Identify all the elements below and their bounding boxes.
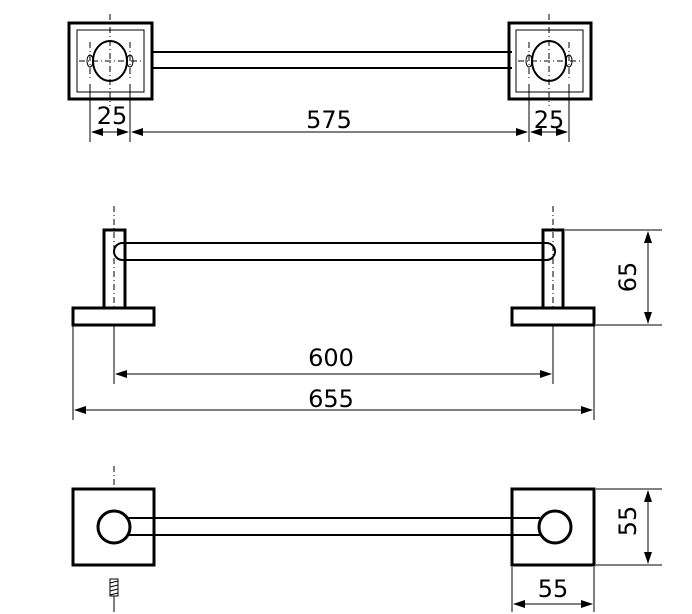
dim-top-right-offset: 25: [534, 106, 565, 134]
bottom-view-left-cap: [96, 509, 132, 545]
side-view: 65 600 655: [71, 206, 662, 420]
bottom-view-right-plate: [510, 487, 596, 567]
dim-top-left-offset: 25: [97, 102, 128, 130]
top-view-extension-lines: [89, 84, 570, 142]
bottom-view: 55 55: [71, 466, 662, 612]
screw-icon: [109, 578, 119, 612]
dim-side-inner-span: 600: [308, 344, 354, 372]
side-view-right-base: [510, 306, 596, 327]
bottom-view-right-cap: [537, 509, 573, 545]
bottom-view-bar: [128, 517, 540, 536]
bottom-view-dimension-lines: [513, 490, 652, 608]
side-view-bar: [113, 242, 556, 261]
top-view-bar: [152, 51, 512, 69]
top-view-left-bracket: [67, 14, 154, 106]
top-view: 25 575 25: [67, 14, 593, 142]
dim-side-overall-span: 655: [308, 385, 354, 413]
side-view-extension-lines: [72, 229, 662, 420]
bottom-view-left-plate: [71, 487, 156, 567]
top-view-right-bracket: [507, 14, 593, 106]
dim-bottom-plate-width: 55: [538, 575, 569, 603]
dim-top-span: 575: [306, 106, 352, 134]
dim-side-height: 65: [614, 262, 642, 293]
side-view-left-base: [71, 306, 156, 327]
bottom-view-extension-lines: [511, 488, 662, 612]
side-view-dimension-lines: [74, 231, 652, 414]
dim-bottom-plate-height: 55: [614, 506, 642, 537]
